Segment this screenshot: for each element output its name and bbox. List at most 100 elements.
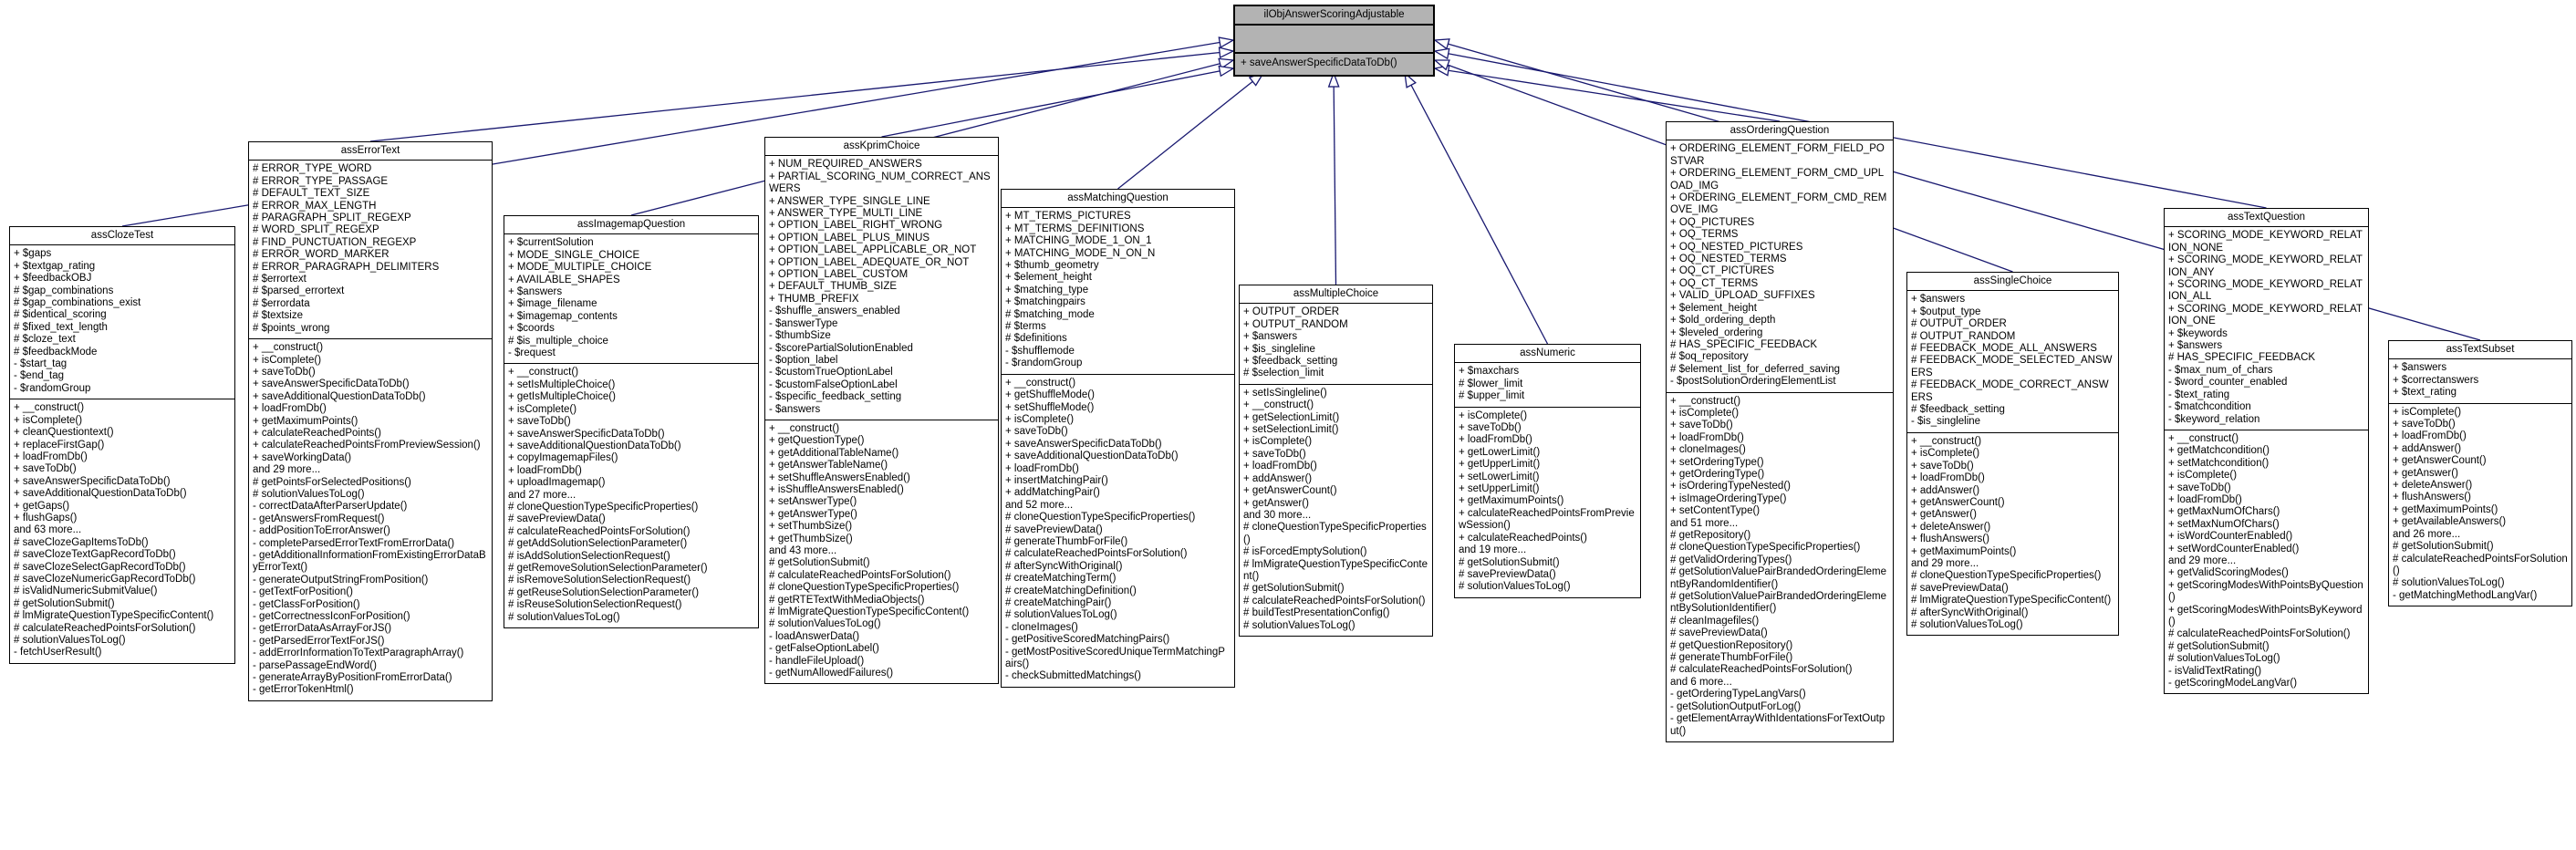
method-row: # calculateReachedPointsForSolution()	[1243, 595, 1426, 606]
class-box-assClozeTest: assClozeTest + $gaps+ $textgap_rating+ $…	[9, 226, 235, 664]
method-row: - getOrderingTypeLangVars()	[1670, 689, 1806, 700]
method-row: # getRepository()	[1670, 530, 1751, 541]
attribute-row: + OQ_PICTURES	[1670, 216, 1755, 228]
method-row: + saveWorkingData()	[253, 451, 352, 463]
method-row: + __construct()	[1670, 395, 1741, 407]
method-row: - getSolutionOutputForLog()	[1670, 700, 1802, 712]
class-box-ilObjAnswerScoringAdjustable: ilObjAnswerScoringAdjustable + saveAnswe…	[1233, 5, 1435, 77]
attribute-row: + DEFAULT_THUMB_SIZE	[769, 281, 898, 293]
attribute-row: + VALID_UPLOAD_SUFFIXES	[1670, 290, 1815, 302]
attribute-row: + $correctanswers	[2393, 374, 2479, 386]
attribute-row: + $image_filename	[508, 298, 597, 310]
method-row: + __construct()	[1243, 399, 1314, 411]
attribute-row: + ORDERING_ELEMENT_FORM_CMD_UPLOAD_IMG	[1670, 168, 1885, 192]
attribute-row: # ERROR_MAX_LENGTH	[253, 200, 377, 212]
attribute-row: + MT_TERMS_PICTURES	[1005, 211, 1131, 223]
method-row: + __construct()	[1911, 435, 1982, 447]
method-row: # getAddSolutionSelectionParameter()	[508, 538, 688, 550]
method-row: + saveToDb()	[1243, 448, 1306, 460]
method-row: # lmMigrateQuestionTypeSpecificContent()	[14, 610, 214, 622]
method-row: # generateThumbForFile()	[1005, 535, 1128, 547]
method-row: + addMatchingPair()	[1005, 487, 1100, 499]
method-row: + saveToDb()	[1911, 460, 1974, 472]
attribute-row: + OPTION_LABEL_APPLICABLE_OR_NOT	[769, 244, 977, 256]
method-row: + __construct()	[2168, 432, 2239, 444]
attribute-row: # DEFAULT_TEXT_SIZE	[253, 188, 370, 200]
class-box-assMatchingQuestion: assMatchingQuestion + MT_TERMS_PICTURES+…	[1001, 189, 1235, 688]
method-row: - getNumAllowedFailures()	[769, 668, 894, 679]
method-row: + setIsSingleline()	[1243, 387, 1327, 399]
method-row: + getThumbSize()	[769, 533, 853, 544]
methods-compartment: + __construct()+ getQuestionType()+ getA…	[765, 420, 998, 684]
method-row: - getAnswersFromRequest()	[253, 513, 385, 524]
method-row: + setMatchcondition()	[2168, 457, 2270, 469]
class-box-assNumeric: assNumeric + $maxchars# $lower_limit# $u…	[1454, 344, 1641, 598]
attribute-row: # $cloze_text	[14, 334, 76, 346]
method-row: + getScoringModesWithPointsByKeyword()	[2168, 604, 2363, 627]
attribute-row: + ORDERING_ELEMENT_FORM_CMD_REMOVE_IMG	[1670, 192, 1887, 216]
method-row: + saveAdditionalQuestionDataToDb()	[253, 390, 426, 402]
attributes-compartment: + OUTPUT_ORDER+ OUTPUT_RANDOM+ $answers+…	[1240, 304, 1432, 385]
class-name: assImagemapQuestion	[504, 216, 758, 235]
method-row: + isWordCounterEnabled()	[2168, 531, 2293, 543]
method-row: + saveToDb()	[2393, 419, 2456, 430]
method-row: - generateOutputStringFromPosition()	[253, 574, 429, 586]
attribute-row: - $max_num_of_chars	[2168, 364, 2273, 376]
method-row: + loadFromDb()	[1005, 462, 1079, 474]
attribute-row: + THUMB_PREFIX	[769, 293, 859, 305]
class-name: assSingleChoice	[1907, 273, 2118, 292]
class-name: assOrderingQuestion	[1667, 122, 1893, 141]
method-row: # getSolutionValuePairBrandedOrderingEle…	[1670, 591, 1886, 615]
method-row: - getFalseOptionLabel()	[769, 643, 879, 655]
attribute-row: - $matchcondition	[2168, 401, 2251, 413]
attribute-row: # ERROR_TYPE_WORD	[253, 163, 372, 175]
method-row: + setUpperLimit()	[1459, 483, 1540, 495]
method-row: # solutionValuesToLog()	[1243, 619, 1356, 631]
method-row: # cloneQuestionTypeSpecificProperties()	[1243, 522, 1427, 545]
attribute-row: + MATCHING_MODE_1_ON_1	[1005, 235, 1152, 247]
attribute-row: + OPTION_LABEL_PLUS_MINUS	[769, 232, 930, 244]
method-row: # solutionValuesToLog()	[1459, 581, 1571, 593]
attribute-row: - $randomGroup	[1005, 358, 1083, 369]
methods-compartment: + __construct()+ isComplete()+ saveToDb(…	[1667, 393, 1893, 741]
method-row: + saveAnswerSpecificDataToDb()	[253, 378, 410, 390]
method-row: # savePreviewData()	[508, 513, 606, 525]
attributes-compartment: # ERROR_TYPE_WORD# ERROR_TYPE_PASSAGE# D…	[249, 161, 492, 340]
attribute-row: # $feedbackMode	[14, 346, 98, 358]
method-row: - completeParsedErrorTextFromErrorData()	[253, 537, 455, 549]
attribute-row: + SCORING_MODE_KEYWORD_RELATION_ONE	[2168, 303, 2363, 327]
method-row: # cloneQuestionTypeSpecificProperties()	[1670, 542, 1861, 554]
method-row: and 52 more...	[1005, 499, 1074, 511]
class-name: assClozeTest	[10, 227, 234, 246]
method-row: + flushAnswers()	[1911, 534, 1989, 545]
method-row: - correctDataAfterParserUpdate()	[253, 501, 408, 513]
attribute-row: # FEEDBACK_MODE_ALL_ANSWERS	[1911, 343, 2097, 355]
attribute-row: - $customFalseOptionLabel	[769, 378, 898, 390]
method-row: + __construct()	[1005, 377, 1076, 389]
method-row: # solutionValuesToLog()	[769, 618, 881, 630]
method-row: - getTextForPosition()	[253, 586, 353, 598]
method-row: # calculateReachedPointsForSolution()	[2168, 628, 2351, 640]
methods-compartment: + __construct()+ isComplete()+ cleanQues…	[10, 399, 234, 663]
attribute-row: # $element_list_for_deferred_saving	[1670, 363, 1841, 375]
method-row: + setContentType()	[1670, 505, 1761, 517]
method-row: + deleteAnswer()	[1911, 521, 1991, 533]
method-row: # getSolutionValuePairBrandedOrderingEle…	[1670, 566, 1886, 590]
attribute-row: + $feedbackOBJ	[14, 273, 92, 285]
method-row: # getPointsForSelectedPositions()	[253, 476, 411, 488]
method-row: + loadFromDb()	[253, 403, 327, 415]
method-row: + setShuffleAnswersEnabled()	[769, 472, 910, 483]
method-row: + cloneImages()	[1670, 444, 1746, 456]
attribute-row: # ERROR_PARAGRAPH_DELIMITERS	[253, 261, 440, 273]
methods-compartment: + __construct()+ isComplete()+ saveToDb(…	[249, 339, 492, 700]
attribute-row: + PARTIAL_SCORING_NUM_CORRECT_ANSWERS	[769, 171, 991, 195]
attribute-row: + $maxchars	[1459, 366, 1520, 378]
attribute-row: - $shufflemode	[1005, 345, 1075, 357]
method-row: + getAnswerCount()	[1911, 496, 2005, 508]
attribute-row: + $answers	[508, 286, 563, 298]
method-row: + setWordCounterEnabled()	[2168, 543, 2300, 555]
method-row: + isComplete()	[253, 354, 322, 366]
attribute-row: # ERROR_WORD_MARKER	[253, 249, 390, 261]
method-row: + isComplete()	[1459, 409, 1528, 421]
method-row: + saveAdditionalQuestionDataToDb()	[508, 440, 681, 451]
